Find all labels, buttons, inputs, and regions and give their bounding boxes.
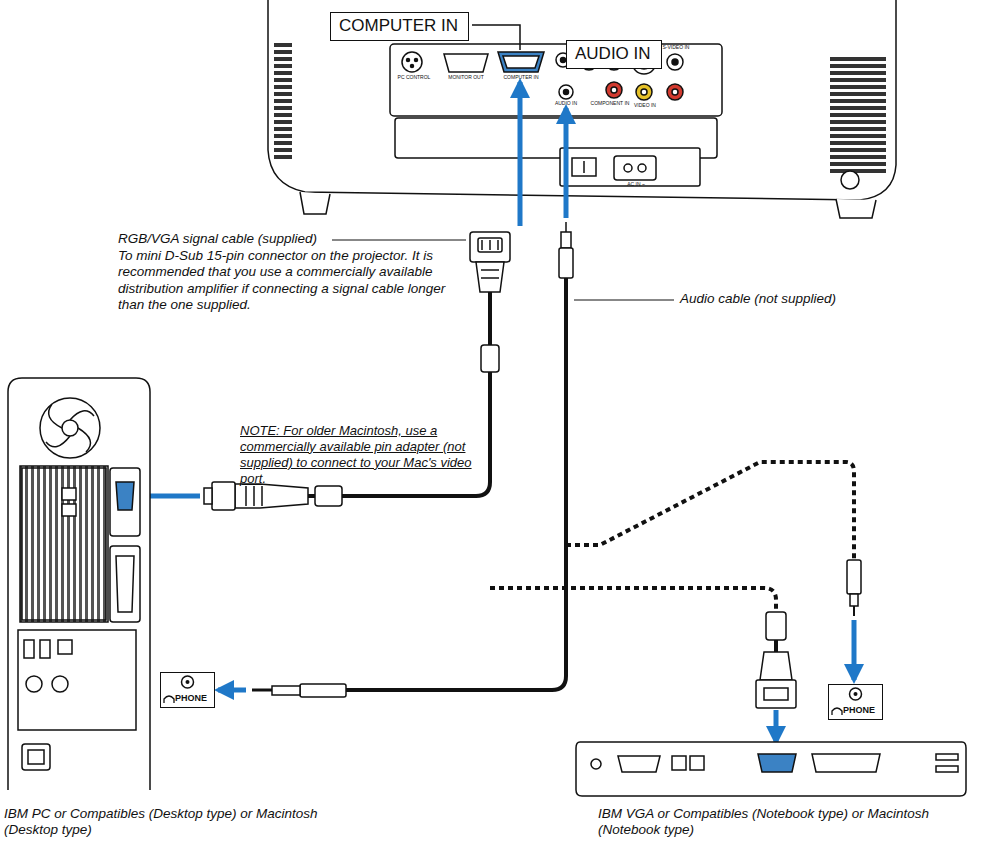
desktop-computer [8, 378, 150, 790]
cable-label: RGB/VGA signal cable (supplied) [118, 231, 333, 247]
leader-line [574, 300, 674, 301]
node-label: AUDIO IN [575, 44, 653, 64]
projector [268, 0, 896, 218]
label-text: NOTE: For older Macintosh, use a commerc… [240, 423, 472, 486]
computer-caption: IBM PC or Compatibles (Desktop type) or … [4, 806, 324, 839]
phone-jack: PHONE [828, 684, 883, 720]
label-text: PC CONTROL [398, 74, 431, 80]
label-text: Audio cable (not supplied) [680, 291, 836, 306]
phone-jack: PHONE [160, 672, 215, 708]
computer-caption: IBM VGA or Compatibles (Notebook type) o… [598, 806, 958, 839]
port-label: COMPUTER IN [494, 75, 548, 80]
connector-callout: AUDIO IN [566, 40, 662, 69]
note-text: NOTE: For older Macintosh, use a commerc… [240, 423, 484, 486]
port-label: MONITOR OUT [440, 75, 492, 80]
audio-arrow [852, 620, 857, 680]
port-label: COMPONENT IN [586, 101, 634, 106]
signal-arrow [518, 82, 523, 226]
node-label: COMPUTER IN [339, 16, 460, 36]
cable-label: Audio cable (not supplied) [680, 291, 900, 307]
notebook-computer [576, 742, 966, 796]
cable-note: To mini D-Sub 15-pin connector on the pr… [118, 248, 463, 314]
label-text: S-VIDEO IN [663, 44, 690, 50]
audio-arrow [564, 108, 569, 218]
connector-callout: COMPUTER IN [330, 12, 469, 41]
signal-arrow [774, 710, 779, 742]
notebook-cables [490, 462, 854, 612]
audio-arrow [218, 688, 246, 693]
port-label: VIDEO IN [628, 103, 662, 108]
port-label: AUDIO IN [544, 101, 588, 106]
label-text: AC IN ~ [627, 181, 645, 187]
label-text: To mini D-Sub 15-pin connector on the pr… [118, 248, 445, 312]
label-text: IBM VGA or Compatibles (Notebook type) o… [598, 806, 929, 837]
node-label: PHONE [843, 705, 878, 715]
label-text: COMPONENT IN [591, 100, 630, 106]
label-text: MONITOR OUT [448, 74, 483, 80]
label-text: IBM PC or Compatibles (Desktop type) or … [4, 806, 318, 837]
port-label: PC CONTROL [394, 75, 434, 80]
label-text: RGB/VGA signal cable (supplied) [118, 231, 317, 246]
label-text: COMPUTER IN [504, 74, 539, 80]
port-label: S-VIDEO IN [654, 45, 698, 50]
node-label: PHONE [175, 693, 210, 703]
label-text: VIDEO IN [634, 102, 656, 108]
leader-line [332, 240, 466, 241]
label-text: AUDIO IN [555, 100, 577, 106]
port-label: AC IN ~ [612, 182, 660, 187]
